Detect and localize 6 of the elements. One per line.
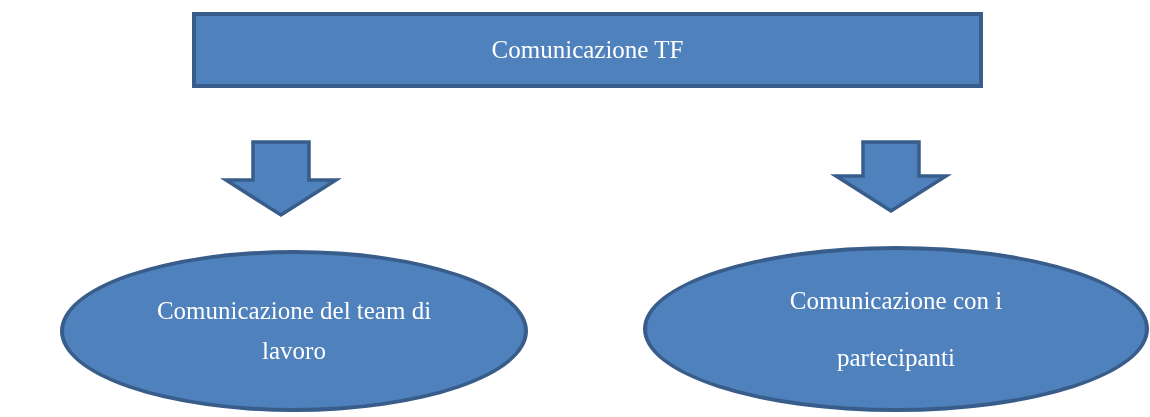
title-box [192,12,983,88]
node-label: Comunicazione TF [490,35,685,65]
node-label: Comunicazione del team di lavoro [155,296,433,366]
block-arrow [220,140,342,218]
node-label: Comunicazione con i partecipanti [788,285,1004,373]
block-arrow [830,140,952,214]
